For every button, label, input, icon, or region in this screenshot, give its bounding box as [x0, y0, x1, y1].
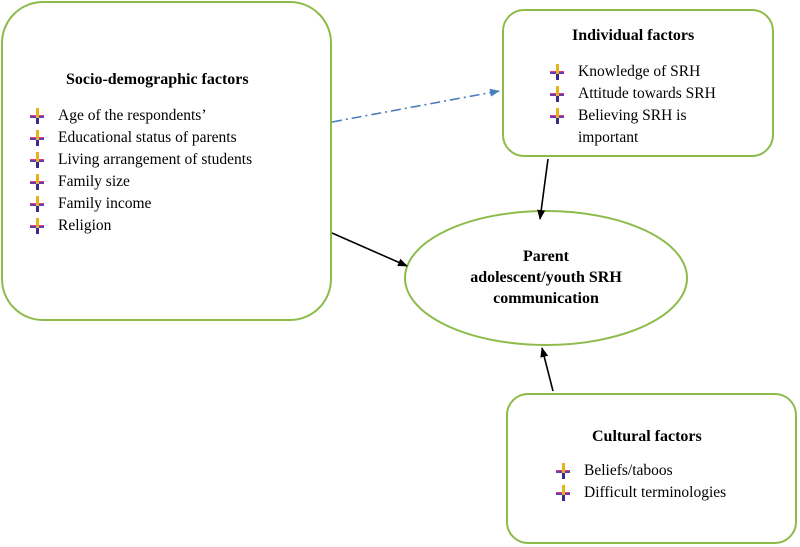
list-item: Beliefs/taboos — [556, 460, 726, 482]
list-item: Living arrangement of students — [30, 149, 252, 171]
socio-demographic-box: Socio-demographic factors Age of the res… — [1, 1, 332, 321]
bullet-icon — [30, 108, 44, 124]
list-item: Attitude towards SRH — [550, 83, 764, 105]
bullet-icon — [550, 64, 564, 80]
bullet-icon — [30, 152, 44, 168]
bullet-icon — [30, 130, 44, 146]
arrow-socio-to-center — [331, 232, 408, 267]
individual-factors-list: Knowledge of SRH Attitude towards SRH Be… — [550, 61, 764, 149]
cultural-factors-list: Beliefs/taboos Difficult terminologies — [556, 460, 726, 504]
central-outcome-label: Parent adolescent/youth SRH communicatio… — [470, 248, 622, 307]
central-ellipse — [404, 210, 688, 346]
arrow-cultural-to-center — [540, 347, 554, 392]
list-item: Family size — [30, 171, 252, 193]
individual-factors-box: Individual factors Knowledge of SRH Atti… — [502, 9, 774, 157]
bullet-icon — [30, 218, 44, 234]
cultural-factors-title: Cultural factors — [592, 428, 702, 445]
list-item: Age of the respondents’ — [30, 105, 252, 127]
list-item: Knowledge of SRH — [550, 61, 764, 83]
bullet-icon — [556, 463, 570, 479]
list-item: Difficult terminologies — [556, 482, 726, 504]
bullet-icon — [550, 108, 564, 124]
arrow-individual-to-center — [537, 158, 549, 220]
list-item: Family income — [30, 193, 252, 215]
socio-demographic-list: Age of the respondents’ Educational stat… — [30, 105, 252, 237]
socio-demographic-title: Socio-demographic factors — [66, 71, 249, 88]
individual-factors-title: Individual factors — [572, 27, 695, 44]
dashed-arrow-socio-to-individual — [331, 88, 500, 123]
cultural-factors-box: Cultural factors Beliefs/taboos Difficul… — [506, 393, 797, 544]
list-item: Believing SRH is important — [550, 105, 728, 149]
bullet-icon — [30, 196, 44, 212]
list-item: Religion — [30, 215, 252, 237]
list-item: Educational status of parents — [30, 127, 252, 149]
bullet-icon — [550, 86, 564, 102]
bullet-icon — [556, 485, 570, 501]
bullet-icon — [30, 174, 44, 190]
